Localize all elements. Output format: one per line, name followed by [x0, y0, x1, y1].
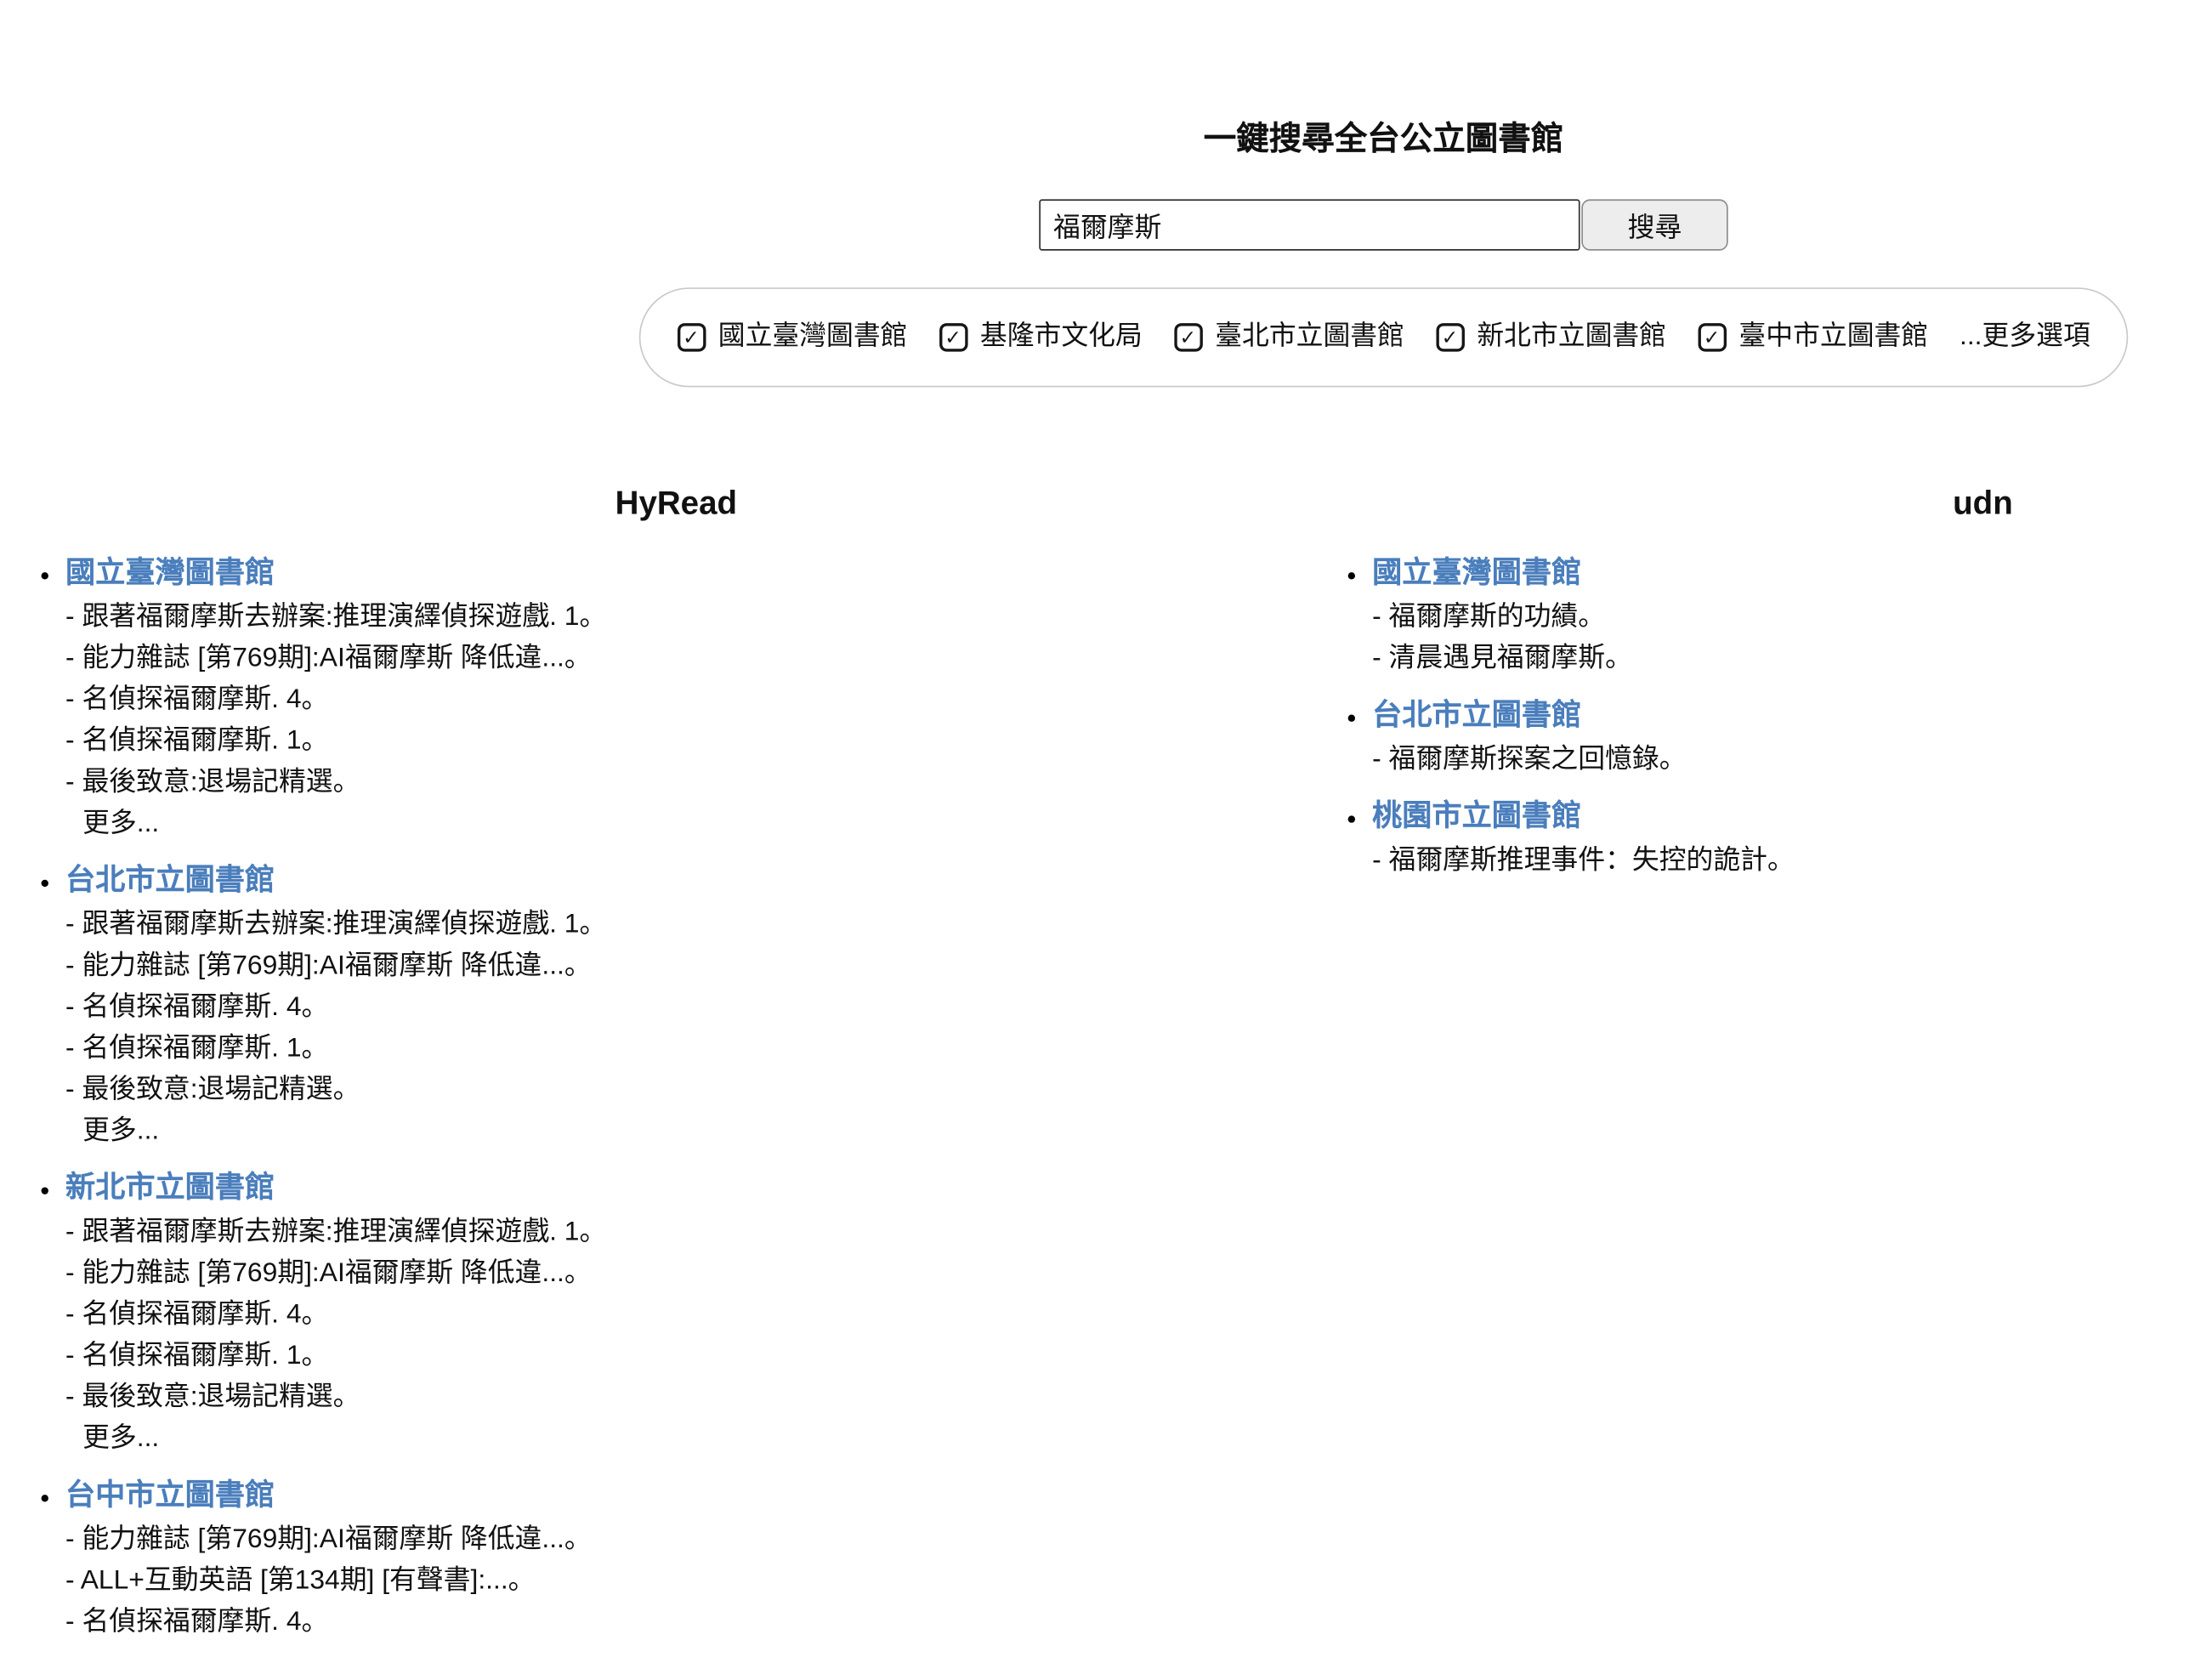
result-item: - 能力雜誌 [第769期]:AI福爾摩斯 降低違...。: [65, 1524, 592, 1555]
result-item: - 名偵探福爾摩斯. 4。: [65, 992, 329, 1023]
search-input[interactable]: [1039, 199, 1580, 251]
library-link[interactable]: 桃園市立圖書館: [1372, 800, 1582, 833]
search-section: 一鍵搜尋全台公立圖書館 搜尋 ✓ 國立臺灣圖書館 ✓ 基隆市文化局 ✓ 臺北市立…: [601, 0, 2167, 388]
filter-label: 基隆市文化局: [979, 321, 1143, 352]
source-header: udn: [1953, 484, 2013, 521]
library-filter-option[interactable]: ✓ 新北市立圖書館: [1435, 321, 1667, 353]
library-result: 國立臺灣圖書館 - 福爾摩斯的功績。 - 清晨遇見福爾摩斯。: [1372, 551, 2212, 679]
result-item: - 福爾摩斯探案之回憶錄。: [1372, 744, 1687, 775]
library-link[interactable]: 台北市立圖書館: [65, 864, 275, 897]
result-item: - 名偵探福爾摩斯. 4。: [65, 1607, 329, 1637]
result-item: - 跟著福爾摩斯去辦案:推理演繹偵探遊戲. 1。: [65, 1217, 607, 1247]
library-link[interactable]: 新北市立圖書館: [65, 1172, 275, 1205]
library-filter-option[interactable]: ✓ 基隆市文化局: [939, 321, 1143, 353]
library-result: 桃園市立圖書館 - 福爾摩斯推理事件：失控的詭計。: [1372, 794, 2212, 881]
result-item: - 名偵探福爾摩斯. 4。: [65, 1299, 329, 1330]
checkbox-checked-icon[interactable]: ✓: [1435, 323, 1465, 352]
result-item: - 最後致意:退場記精選。: [65, 767, 360, 797]
library-result: 台北市立圖書館 - 跟著福爾摩斯去辦案:推理演繹偵探遊戲. 1。 - 能力雜誌 …: [65, 859, 1330, 1152]
more-link[interactable]: 更多...: [82, 1423, 160, 1454]
result-item: - 名偵探福爾摩斯. 1。: [65, 725, 329, 757]
checkbox-checked-icon[interactable]: ✓: [939, 323, 967, 352]
library-filter-bar: ✓ 國立臺灣圖書館 ✓ 基隆市文化局 ✓ 臺北市立圖書館 ✓ 新北市立圖書館 ✓: [638, 287, 2129, 388]
library-list: 國立臺灣圖書館 - 跟著福爾摩斯去辦案:推理演繹偵探遊戲. 1。 - 能力雜誌 …: [23, 551, 1330, 1643]
library-filter-option[interactable]: ✓ 臺中市立圖書館: [1697, 321, 1929, 353]
library-link[interactable]: 台中市立圖書館: [65, 1478, 275, 1512]
search-bar: 搜尋: [601, 199, 2167, 251]
results: HyRead 國立臺灣圖書館 - 跟著福爾摩斯去辦案:推理演繹偵探遊戲. 1。 …: [23, 387, 2212, 1657]
library-filter-row: ✓ 國立臺灣圖書館 ✓ 基隆市文化局 ✓ 臺北市立圖書館 ✓ 新北市立圖書館 ✓: [601, 287, 2167, 388]
result-item: - 名偵探福爾摩斯. 1。: [65, 1341, 329, 1371]
library-result: 國立臺灣圖書館 - 跟著福爾摩斯去辦案:推理演繹偵探遊戲. 1。 - 能力雜誌 …: [65, 551, 1330, 844]
more-options-link[interactable]: ...更多選項: [1959, 321, 2090, 352]
result-item: - 名偵探福爾摩斯. 4。: [65, 684, 329, 715]
results-column-udn: udn 國立臺灣圖書館 - 福爾摩斯的功績。 - 清晨遇見福爾摩斯。 台北市立圖…: [1330, 387, 2212, 1657]
search-button[interactable]: 搜尋: [1581, 199, 1728, 251]
checkbox-checked-icon[interactable]: ✓: [1173, 323, 1203, 352]
library-link[interactable]: 國立臺灣圖書館: [65, 556, 275, 590]
result-item: - 能力雜誌 [第769期]:AI福爾摩斯 降低違...。: [65, 951, 592, 981]
filter-label: 新北市立圖書館: [1477, 321, 1667, 352]
more-link[interactable]: 更多...: [82, 1115, 160, 1146]
result-item: - 福爾摩斯推理事件：失控的詭計。: [1372, 845, 1795, 876]
result-item: - 跟著福爾摩斯去辦案:推理演繹偵探遊戲. 1。: [65, 909, 607, 940]
page-title: 一鍵搜尋全台公立圖書館: [1203, 119, 1564, 157]
library-result: 新北市立圖書館 - 跟著福爾摩斯去辦案:推理演繹偵探遊戲. 1。 - 能力雜誌 …: [65, 1166, 1330, 1459]
checkbox-checked-icon[interactable]: ✓: [1697, 323, 1727, 352]
source-header: HyRead: [615, 484, 738, 521]
library-list: 國立臺灣圖書館 - 福爾摩斯的功績。 - 清晨遇見福爾摩斯。 台北市立圖書館 -…: [1330, 551, 2212, 881]
library-result: 台中市立圖書館 - 能力雜誌 [第769期]:AI福爾摩斯 降低違...。 - …: [65, 1473, 1330, 1643]
page: 一鍵搜尋全台公立圖書館 搜尋 ✓ 國立臺灣圖書館 ✓ 基隆市文化局 ✓ 臺北市立…: [0, 0, 2212, 1577]
filter-label: 國立臺灣圖書館: [717, 321, 908, 352]
result-item: - 能力雜誌 [第769期]:AI福爾摩斯 降低違...。: [65, 1258, 592, 1289]
result-item: - 最後致意:退場記精選。: [65, 1382, 360, 1413]
checkbox-checked-icon[interactable]: ✓: [677, 323, 706, 352]
library-result: 台北市立圖書館 - 福爾摩斯探案之回憶錄。: [1372, 693, 2212, 780]
results-column-hyread: HyRead 國立臺灣圖書館 - 跟著福爾摩斯去辦案:推理演繹偵探遊戲. 1。 …: [23, 387, 1330, 1657]
result-item: - 最後致意:退場記精選。: [65, 1075, 360, 1105]
library-link[interactable]: 台北市立圖書館: [1372, 699, 1582, 732]
result-item: - 清晨遇見福爾摩斯。: [1372, 643, 1632, 673]
result-item: - ALL+互動英語 [第134期] [有聲書]:...。: [65, 1565, 536, 1597]
filter-label: 臺北市立圖書館: [1215, 321, 1404, 352]
filter-label: 臺中市立圖書館: [1738, 321, 1929, 352]
library-link[interactable]: 國立臺灣圖書館: [1372, 556, 1582, 590]
library-filter-option[interactable]: ✓ 臺北市立圖書館: [1173, 321, 1404, 353]
result-item: - 福爾摩斯的功績。: [1372, 602, 1606, 633]
result-item: - 能力雜誌 [第769期]:AI福爾摩斯 降低違...。: [65, 643, 592, 673]
library-filter-option[interactable]: ✓ 國立臺灣圖書館: [677, 321, 908, 353]
more-link[interactable]: 更多...: [82, 809, 160, 839]
result-item: - 跟著福爾摩斯去辦案:推理演繹偵探遊戲. 1。: [65, 602, 607, 633]
result-item: - 名偵探福爾摩斯. 1。: [65, 1033, 329, 1064]
